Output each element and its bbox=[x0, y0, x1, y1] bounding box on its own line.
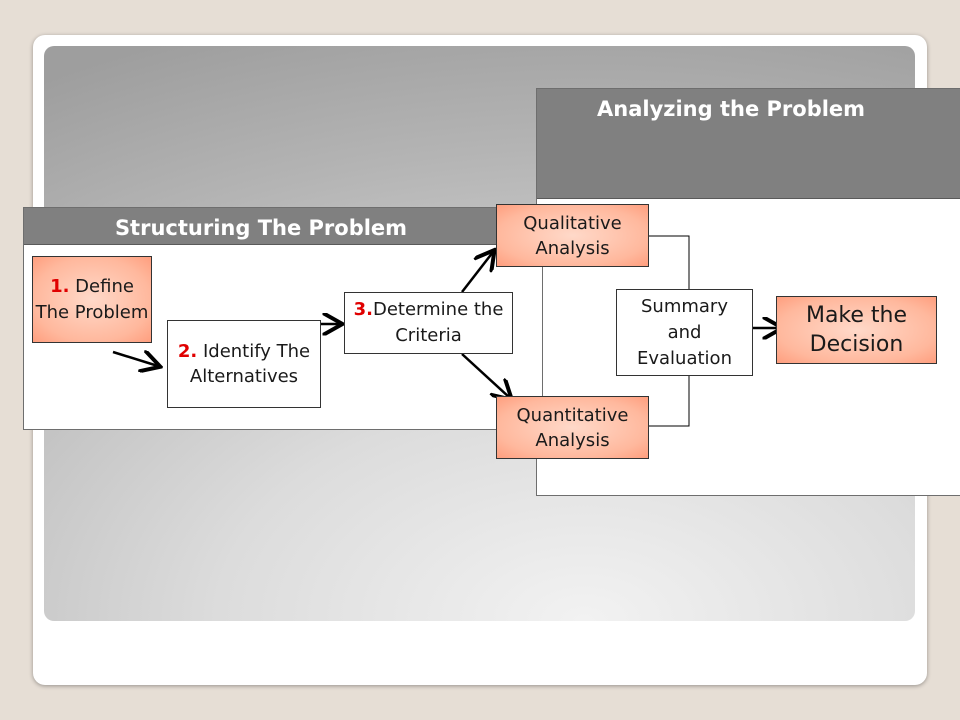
step-define-problem: 1. Define The Problem bbox=[32, 256, 152, 343]
determine-criteria-text: 3.Determine the Criteria bbox=[345, 297, 512, 349]
qualitative-analysis-box: Qualitative Analysis bbox=[496, 204, 649, 267]
structuring-header: Structuring The Problem bbox=[24, 208, 498, 245]
define-problem-text: 1. Define The Problem bbox=[33, 274, 151, 326]
make-decision-label: Make the Decision bbox=[805, 303, 908, 357]
analyzing-header: Analyzing the Problem bbox=[537, 89, 960, 199]
step-label: Define The Problem bbox=[35, 275, 149, 323]
step-label: Determine the Criteria bbox=[372, 299, 504, 346]
analyzing-panel: Analyzing the Problem bbox=[536, 88, 960, 496]
quantitative-analysis-label: Quantitative Analysis bbox=[516, 404, 629, 451]
qualitative-analysis-label: Qualitative Analysis bbox=[523, 212, 622, 259]
arrow-criteria-to-qualitative bbox=[461, 252, 493, 293]
step-number: 3. bbox=[353, 299, 373, 320]
step-number: 1. bbox=[50, 275, 70, 297]
arrow-criteria-to-quantitative bbox=[461, 353, 510, 398]
step-label: Identify The Alternatives bbox=[189, 341, 311, 387]
step-number: 2. bbox=[177, 341, 198, 362]
step-identify-alternatives: 2. Identify The Alternatives bbox=[167, 320, 321, 408]
step-determine-criteria: 3.Determine the Criteria bbox=[344, 292, 513, 354]
arrow-define-to-identify bbox=[112, 352, 158, 366]
quantitative-analysis-box: Quantitative Analysis bbox=[496, 396, 649, 459]
connector-quantitative-to-summary bbox=[640, 376, 690, 427]
summary-evaluation-label: Summary and Evaluation bbox=[637, 295, 732, 369]
make-decision-box: Make the Decision bbox=[776, 296, 937, 364]
identify-alternatives-text: 2. Identify The Alternatives bbox=[168, 339, 320, 389]
summary-evaluation-box: Summary and Evaluation bbox=[616, 289, 753, 376]
